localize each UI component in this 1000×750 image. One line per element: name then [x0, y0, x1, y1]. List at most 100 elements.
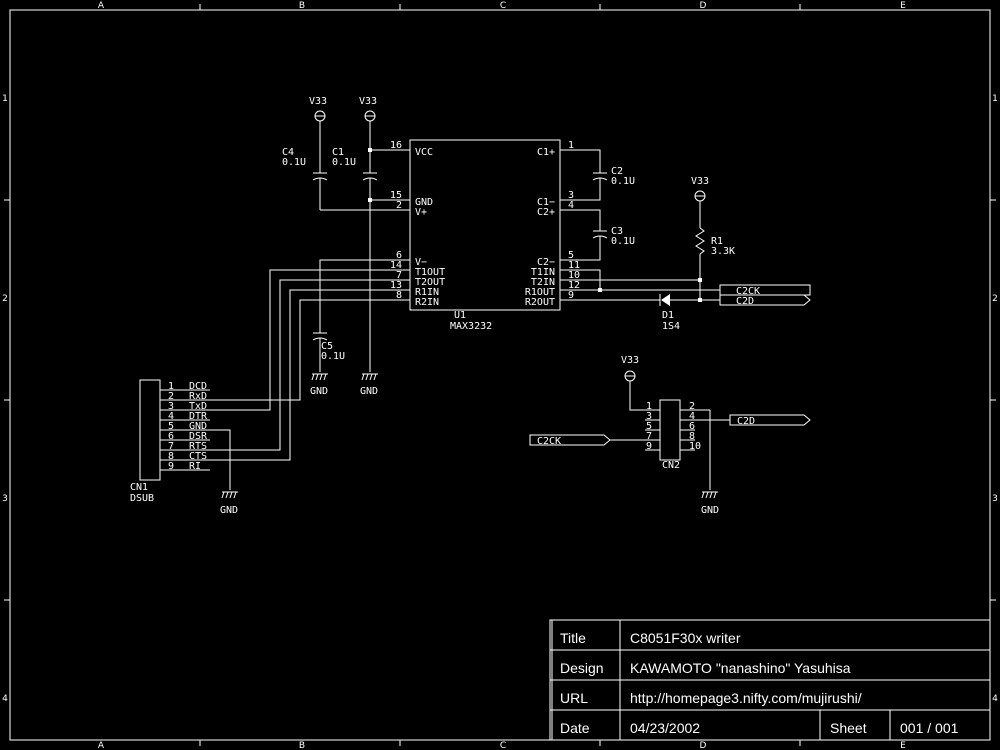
zone-row-3-right: 3 — [992, 494, 998, 504]
cn1-pin-name: TxD — [189, 401, 207, 412]
r1-ref: R1 — [711, 236, 723, 247]
u1-pin-num: 13 — [390, 280, 402, 291]
net-flag-c2ck-u1: C2CK — [719, 284, 811, 297]
u1-pin-num: 2 — [396, 200, 402, 211]
capacitor-c4: C4 0.1U — [282, 121, 390, 211]
r1-value: 3.3K — [711, 246, 735, 257]
capacitor-c2: C2 0.1U — [580, 149, 635, 201]
u1-pin-name: GND — [415, 197, 433, 208]
gnd-symbol-cn2: GND — [701, 491, 719, 516]
gnd-symbol-c5: GND — [310, 373, 328, 397]
net-flag-c2d-u1: C2D — [719, 294, 811, 307]
cn1-pin-num: 6 — [168, 431, 174, 442]
cn1-pin-name: DCD — [189, 381, 207, 392]
title-value: C8051F30x writer — [630, 630, 741, 646]
zone-row-2-right: 2 — [992, 294, 998, 304]
zone-col-c-top: C — [500, 1, 506, 11]
net-flag-c2d-cn2: C2D — [729, 414, 811, 427]
cn1-pin-num: 9 — [168, 461, 174, 472]
cn2-pin-num: 9 — [646, 441, 652, 452]
c3-ref: C3 — [611, 226, 623, 237]
u1-pin-num: 9 — [568, 290, 574, 301]
cn1-pin-num: 1 — [168, 381, 174, 392]
url-label: URL — [560, 690, 588, 706]
resistor-r1: V33 R1 3.3K — [691, 176, 735, 280]
zone-col-a-bottom: A — [98, 741, 105, 750]
c2-ref: C2 — [611, 166, 623, 177]
zone-row-1-left: 1 — [2, 94, 8, 104]
zone-row-3-left: 3 — [2, 494, 8, 504]
design-value: KAWAMOTO "nanashino" Yasuhisa — [630, 660, 851, 676]
cn2-pin-num: 4 — [689, 411, 695, 422]
cn2-pin-num: 2 — [689, 401, 695, 412]
u1-ref: U1 — [454, 310, 466, 321]
u1-body — [409, 139, 561, 311]
cn1-pin-num: 2 — [168, 391, 174, 402]
zone-col-b-top: B — [299, 1, 305, 11]
u1-pin-name: C1− — [537, 197, 555, 208]
zone-row-4-left: 4 — [2, 694, 8, 704]
connector-cn2: V33 CN2 1 3 5 7 9 2 4 6 8 10 — [621, 355, 730, 490]
gnd-label: GND — [220, 505, 238, 516]
v33-power-symbol-c4: V33 — [309, 96, 327, 122]
u1-pin-name: R2IN — [415, 297, 439, 308]
cn2-pin-num: 6 — [689, 421, 695, 432]
sheet-value: 001 / 001 — [900, 720, 959, 736]
capacitor-c3: C3 0.1U — [580, 209, 635, 261]
u1-pin-num: 7 — [396, 270, 402, 281]
cn1-pin-name: RTS — [189, 441, 207, 452]
u1-pin-num: 15 — [390, 190, 402, 201]
zone-col-c-bottom: C — [500, 741, 506, 750]
c3-value: 0.1U — [611, 236, 635, 247]
u1-pin-name: C1+ — [537, 147, 555, 158]
cn1-ref: CN1 — [130, 482, 148, 493]
connector-cn1: CN1 DSUB 1 DCD 2 RxD 3 TxD 4 DTR 5 GND 6… — [130, 379, 231, 504]
u1-pin-name: T2IN — [531, 277, 555, 288]
sheet-frame — [4, 4, 996, 746]
cn1-pin-name: RI — [189, 461, 201, 472]
u1-pin-name: R1IN — [415, 287, 439, 298]
u1-pin-num: 16 — [390, 140, 402, 151]
u1-pin-name: VCC — [415, 147, 433, 158]
u1-pin-num: 6 — [396, 250, 402, 261]
design-label: Design — [560, 660, 604, 676]
u1-pin-name: R2OUT — [525, 297, 555, 308]
v33-label: V33 — [359, 96, 377, 107]
u1-part: MAX3232 — [450, 321, 492, 332]
u1-pin-name: R1OUT — [525, 287, 555, 298]
net-c2ck-label: C2CK — [736, 286, 760, 297]
zone-col-e-top: E — [900, 1, 906, 11]
v33-label: V33 — [309, 96, 327, 107]
cn1-pin-name: CTS — [189, 451, 207, 462]
capacitor-c5: C5 0.1U — [312, 259, 390, 372]
cn1-pin-num: 8 — [168, 451, 174, 462]
u1-pin-num: 8 — [396, 290, 402, 301]
zone-col-d-top: D — [700, 1, 707, 11]
sheet-label: Sheet — [830, 720, 867, 736]
v33-label: V33 — [621, 355, 639, 366]
zone-row-2-left: 2 — [2, 294, 8, 304]
cn1-pin-num: 5 — [168, 421, 174, 432]
u1-pin-num: 3 — [568, 190, 574, 201]
c4-value: 0.1U — [282, 157, 306, 168]
url-value: http://homepage3.nifty.com/mujirushi/ — [630, 690, 862, 706]
title-block: Title C8051F30x writer Design KAWAMOTO "… — [549, 619, 991, 741]
net-c2d-label: C2D — [737, 416, 755, 427]
zone-col-d-bottom: D — [700, 741, 707, 750]
title-label: Title — [560, 630, 586, 646]
cn1-pin-name: GND — [189, 421, 207, 432]
u1-pin-num: 4 — [568, 200, 574, 211]
zone-row-1-right: 1 — [992, 94, 998, 104]
cn1-pin-name: DSR — [189, 431, 208, 442]
c5-ref: C5 — [321, 341, 333, 352]
u1-pin-num: 10 — [568, 270, 580, 281]
u1-pin-num: 5 — [568, 250, 574, 261]
capacitor-c1: C1 0.1U — [332, 121, 390, 372]
u1-pin-num: 14 — [390, 260, 402, 271]
cn1-part: DSUB — [130, 493, 154, 504]
gnd-label: GND — [701, 505, 719, 516]
u1-pin-num: 11 — [568, 260, 580, 271]
u1-pin-name: T2OUT — [415, 277, 445, 288]
